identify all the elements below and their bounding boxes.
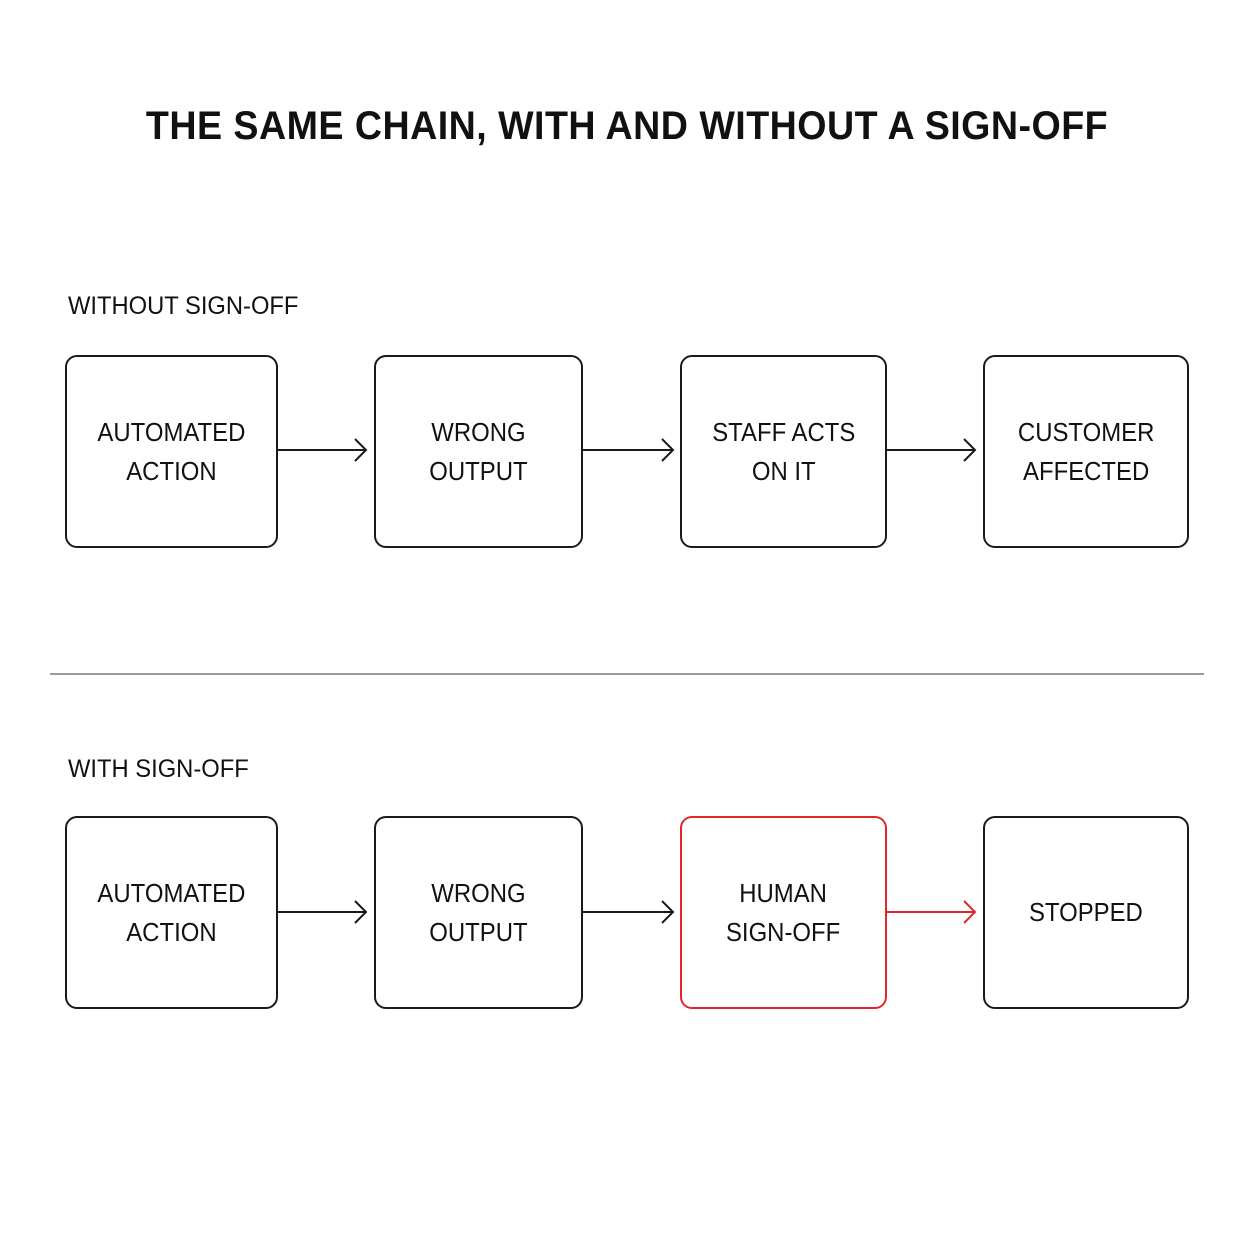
step-label: WRONG OUTPUT <box>429 416 528 486</box>
step-label: WRONG OUTPUT <box>429 877 528 947</box>
step-wrong-output-with: WRONG OUTPUT <box>374 816 583 1009</box>
step-label: HUMAN SIGN-OFF <box>726 877 841 947</box>
arrow-right-icon <box>278 900 368 924</box>
step-stopped-with: STOPPED <box>983 816 1189 1009</box>
step-label: AUTOMATED ACTION <box>97 416 246 486</box>
arrow-right-icon <box>278 438 368 462</box>
step-customer-affected-without: CUSTOMER AFFECTED <box>983 355 1189 548</box>
step-wrong-output-without: WRONG OUTPUT <box>374 355 583 548</box>
diagram-title: THE SAME CHAIN, WITH AND WITHOUT A SIGN-… <box>145 104 1109 148</box>
section-label-without: WITHOUT SIGN-OFF <box>68 292 299 320</box>
step-automated-action-with: AUTOMATED ACTION <box>65 816 278 1009</box>
section-label-with: WITH SIGN-OFF <box>68 755 249 783</box>
step-label: STOPPED <box>1029 897 1143 927</box>
arrow-right-icon <box>887 438 977 462</box>
section-divider <box>50 673 1204 675</box>
step-label: AUTOMATED ACTION <box>97 877 246 947</box>
step-automated-action-without: AUTOMATED ACTION <box>65 355 278 548</box>
step-staff-acts-without: STAFF ACTS ON IT <box>680 355 887 548</box>
step-label: STAFF ACTS ON IT <box>711 416 856 486</box>
arrow-right-icon <box>887 900 977 924</box>
step-human-sign-off-with: HUMAN SIGN-OFF <box>680 816 887 1009</box>
arrow-right-icon <box>583 438 675 462</box>
step-label: CUSTOMER AFFECTED <box>1017 416 1155 486</box>
arrow-right-icon <box>583 900 675 924</box>
